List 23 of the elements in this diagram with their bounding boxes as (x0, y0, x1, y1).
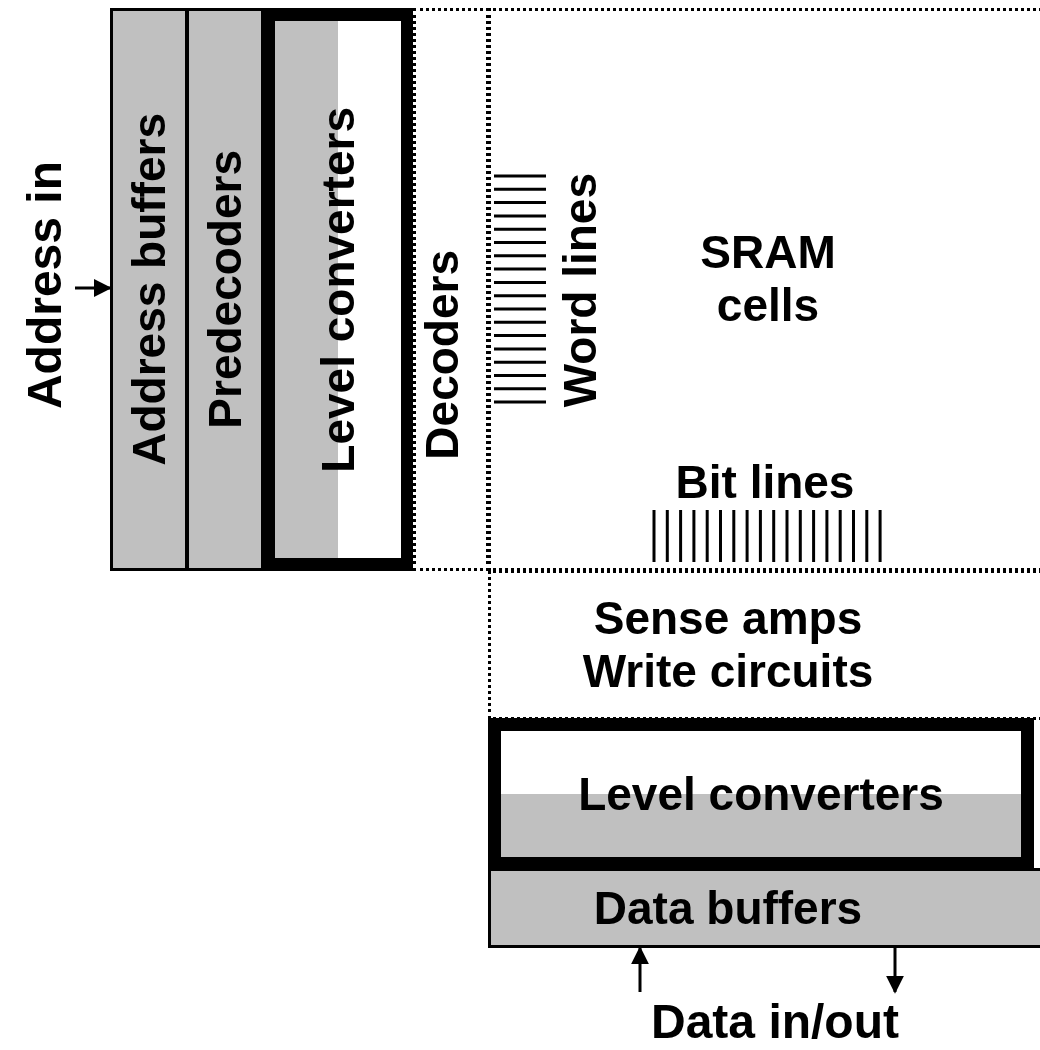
line-label: Word lines (553, 172, 607, 408)
arrow (75, 279, 112, 297)
arrow (631, 946, 649, 992)
predecoder-block (186, 8, 264, 571)
block-label: Decoders (416, 249, 469, 460)
block-label: Address buffers (122, 113, 176, 466)
arrow (886, 948, 904, 994)
sense-amp-block (488, 570, 1040, 720)
block-label: Level converters (578, 767, 944, 821)
block-label: Write circuits (582, 645, 874, 698)
address-buffer-block (110, 8, 188, 571)
block-label: Data buffers (593, 881, 863, 935)
level-converter-block (488, 718, 1034, 870)
block-label: Level converters (311, 106, 365, 473)
block-label: Predecoders (198, 150, 252, 429)
line-label: Bit lines (675, 456, 855, 509)
port-label: Address in (15, 110, 75, 460)
port-label: Data in/out (590, 992, 960, 1050)
level-converter-block (262, 8, 414, 571)
data-buffer-block (488, 868, 1040, 948)
decoder-block (413, 8, 489, 571)
block-label: Sense amps (593, 592, 863, 645)
block-label: SRAM cells (699, 226, 837, 332)
